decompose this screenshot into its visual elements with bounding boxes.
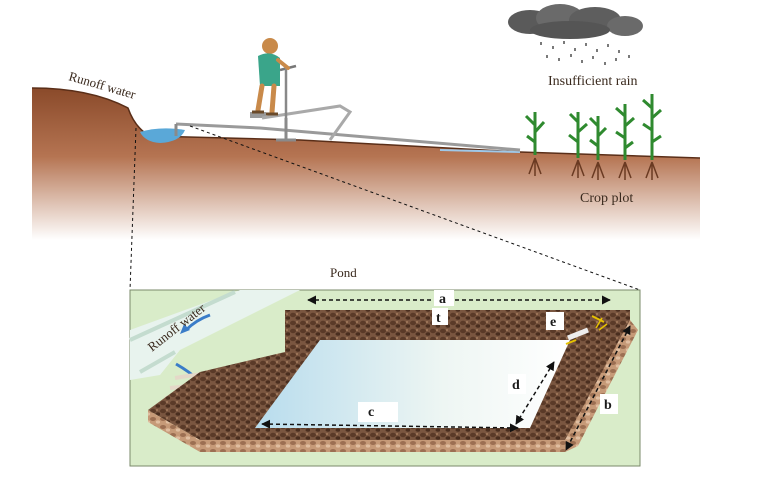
- rain-cloud: [508, 4, 643, 65]
- dimension-c-label: c: [368, 405, 374, 420]
- hillside-scene: [31, 87, 701, 240]
- farmer-figure: [252, 38, 290, 116]
- pond-water: [140, 128, 185, 143]
- crop-plot-label: Crop plot: [580, 191, 633, 206]
- dimension-d-arrow: [515, 361, 555, 425]
- pond-label: Pond: [330, 265, 357, 280]
- runoff-channel: [130, 290, 300, 380]
- crop-roots: [528, 157, 659, 180]
- soil-terrain: [32, 88, 700, 240]
- crop-plants: [524, 94, 662, 160]
- dimension-t-label: t: [436, 311, 441, 326]
- irrigation-pipe: [175, 122, 521, 152]
- dimension-e-label: e: [550, 315, 556, 330]
- dimension-c-arrow: [261, 419, 519, 433]
- pond-wall-front: [148, 410, 565, 452]
- dimension-b-arrow: [565, 325, 631, 451]
- insufficient-rain-label: Insufficient rain: [548, 74, 638, 89]
- pump-rail: [261, 104, 353, 141]
- dimension-a-label: a: [439, 292, 446, 307]
- pond-detail-inset: a t e d c b Runoff water: [129, 289, 641, 467]
- dimension-d-label: d: [512, 378, 520, 393]
- pond-water-surface: [255, 340, 570, 428]
- rain-drops: [540, 41, 630, 65]
- pump-system: [174, 64, 521, 152]
- dimension-b-label: b: [604, 398, 612, 413]
- zoom-guide-lines: [129, 125, 641, 291]
- dimension-arrows: [261, 295, 631, 451]
